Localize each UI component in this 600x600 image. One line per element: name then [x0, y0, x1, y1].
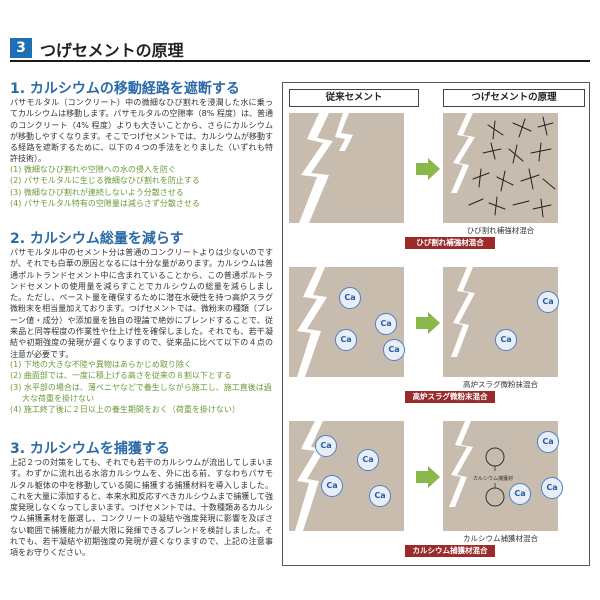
caption-row3: カルシウム捕獲材混合: [463, 534, 538, 543]
section3-body: 上記２つの対策をしても、それでも若干のカルシウムが流出してしまいます。わずかに流…: [10, 458, 273, 558]
section2-list: (1) 下地の大きな不陸や異物はあらかじめ取り除く (2) 曲面部では、一度に積…: [10, 359, 273, 415]
section2-item-2: (2) 曲面部では、一度に積上げる高さを従来の８割以下とする: [10, 371, 232, 381]
ca-ion-7: Ca: [315, 435, 337, 457]
panel-tsuge-fiber: [443, 113, 558, 223]
ca-ion-6: Ca: [495, 329, 517, 351]
ca-ion-11: Ca: [537, 431, 559, 453]
red-label-row1: ひび割れ補強材混合: [405, 237, 495, 249]
section2-body: パサモルタル中のセメント分は普通のコンクリートよりは少ないのですが、それでも白華…: [10, 248, 273, 359]
ca-ion-13: Ca: [509, 483, 531, 505]
section1-item-2: (2) パサモルタルに生じる微細なひび割れを防止する: [10, 176, 200, 186]
red-label-row3: カルシウム捕獲材混合: [405, 545, 495, 557]
ca-ion-9: Ca: [321, 475, 343, 497]
section2-item-3: (3) 水平部の場合は、薄ベニヤなどで養生しながら施工し、施工直後は過大な荷重を…: [10, 382, 272, 403]
principle-figure: 従来セメント つげセメントの原理: [282, 82, 590, 566]
section1-item-3: (3) 微細なひび割れが連続しないよう分散させる: [10, 187, 184, 197]
section1-body: パサモルタル（コンクリート）中の微細なひび割れを浸潤した水に乗ってカルシウムは移…: [10, 98, 273, 164]
section1-list: (1) 微細なひび割れや空隙への水の侵入を防ぐ (2) パサモルタルに生じる微細…: [10, 164, 273, 209]
section2-item-4: (4) 施工終了後に２日以上の養生期間をおく（荷重を掛けない）: [10, 405, 240, 415]
section1-title: 1. カルシウムの移動経路を遮断する: [10, 81, 240, 97]
section-number-badge: 3: [10, 38, 32, 58]
arrow-icon: [416, 312, 440, 334]
section2-item-1: (1) 下地の大きな不陸や異物はあらかじめ取り除く: [10, 360, 192, 369]
col-label-conventional: 従来セメント: [289, 89, 419, 107]
ca-ion-5: Ca: [537, 291, 559, 313]
section1-item-4: (4) パサモルタル特有の空隙量は減らさず分散させる: [10, 198, 200, 208]
red-label-row2: 高炉スラグ微粉末混合: [405, 391, 495, 403]
caption-row1: ひび割れ補強材混合: [466, 226, 535, 235]
panel-tsuge-slag: [443, 267, 558, 377]
panel-conventional-ca-flow: [289, 421, 404, 531]
ca-ion-10: Ca: [369, 485, 391, 507]
page-title: つげセメントの原理: [40, 41, 184, 60]
capture-material-label: カルシウム捕獲材: [473, 476, 514, 482]
ca-ion-12: Ca: [541, 477, 563, 499]
section3-title: 3. カルシウムを捕獲する: [10, 441, 170, 457]
col-label-tsuge: つげセメントの原理: [443, 89, 585, 107]
arrow-icon: [416, 466, 440, 488]
section-header: 3 つげセメントの原理: [10, 38, 590, 62]
panel-conventional-crack: [289, 113, 404, 223]
ca-ion-4: Ca: [383, 339, 405, 361]
section2-title: 2. カルシウム総量を減らす: [10, 231, 184, 247]
caption-row2: 高炉スラグ微粉抹混合: [463, 380, 538, 389]
ca-ion-3: Ca: [335, 329, 357, 351]
ca-ion-8: Ca: [357, 449, 379, 471]
section1-item-1: (1) 微細なひび割れや空隙への水の侵入を防ぐ: [10, 165, 176, 174]
ca-ion-2: Ca: [375, 313, 397, 335]
ca-ion-1: Ca: [339, 287, 361, 309]
arrow-icon: [416, 158, 440, 180]
